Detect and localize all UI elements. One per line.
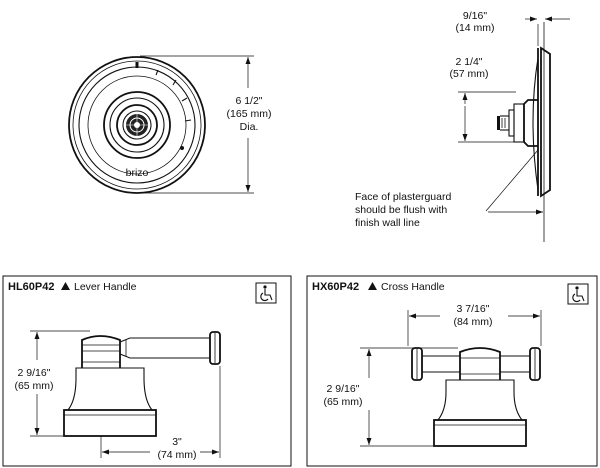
tick-mark [155,69,159,76]
stem-height-inches: 2 1/4" [455,56,482,68]
lever-handle-panel [2,275,292,467]
lever-height-mm: (65 mm) [14,380,53,392]
front-view-trim [68,56,206,194]
lever-height-inches: 2 9/16" [18,367,51,379]
side-view-trim [497,22,551,242]
lever-width-mm: (74 mm) [157,449,196,461]
diameter-inches: 6 1/2" [235,95,262,107]
diameter-suffix: Dia. [240,121,259,133]
plasterguard-note-line3: finish wall line [355,217,420,229]
plasterguard-note-line1: Face of plasterguard [355,191,451,203]
lever-handle-drawing [63,331,221,437]
tick-mark [172,79,177,86]
tick-mark [135,62,139,68]
triangle-marker-icon [61,282,70,290]
cross-width-inches: 3 7/16" [457,303,490,315]
accessibility-icon [255,282,277,304]
diameter-mm: (165 mm) [227,108,272,120]
cross-handle-name: Cross Handle [381,281,445,293]
stem-height-mm: (57 mm) [449,68,488,80]
accessibility-icon [567,283,589,305]
stem-height-dimension [458,91,516,143]
cross-width-dimension [407,310,542,346]
brand-mark: brizo [126,167,149,179]
cross-handle-panel [306,275,598,467]
lever-handle-name: Lever Handle [74,281,137,293]
cross-width-mm: (84 mm) [453,316,492,328]
valve-stem [126,114,148,136]
plasterguard-note-line2: should be flush with [355,204,447,216]
depth-inches: 9/16" [463,10,487,22]
cross-model-code: HX60P42 [312,281,359,293]
cross-handle-drawing [411,347,541,447]
cross-height-mm: (65 mm) [323,396,362,408]
cross-height-inches: 2 9/16" [327,383,360,395]
depth-dimension [525,16,570,46]
lever-height-dimension [30,330,90,437]
lever-width-inches: 3" [172,436,182,448]
indicator-dot [180,146,184,150]
tick-mark [181,97,188,102]
triangle-marker-icon [368,282,377,290]
tick-mark [184,119,192,122]
lever-model-code: HL60P42 [8,281,54,293]
cross-height-dimension [360,347,458,447]
depth-mm: (14 mm) [455,22,494,34]
plasterguard-leaders [485,149,543,215]
diameter-dimension [140,55,254,194]
lever-width-dimension [100,366,221,458]
